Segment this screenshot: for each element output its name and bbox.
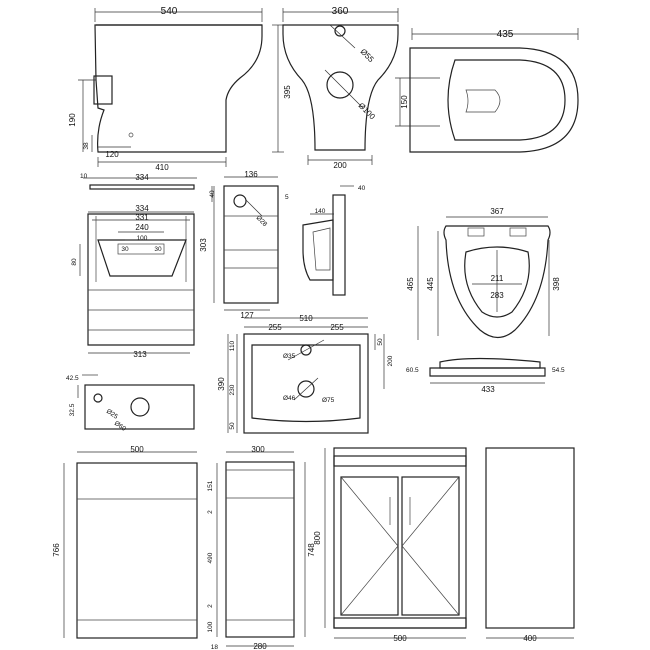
dim-seat-side-605: 60.5 [406, 367, 419, 374]
dim-basin-top-390: 390 [217, 377, 226, 391]
dim-cistern-side-5: 5 [285, 194, 289, 201]
dim-wc-side-748: 748 [307, 543, 316, 557]
dim-cistern-side-303: 303 [199, 238, 208, 252]
dim-basin-top-110: 110 [229, 340, 236, 351]
dim-wc-unit-766: 766 [52, 543, 61, 557]
seat-side-view [429, 357, 546, 384]
dim-cistern-front-30b: 30 [154, 246, 162, 253]
dim-wc-unit-490: 490 [207, 552, 214, 563]
dim-seat-height-465: 465 [406, 277, 415, 291]
vanity-front-view [324, 447, 467, 639]
dim-cistern-front-100: 100 [137, 235, 148, 242]
dim-front-d55: Ø55 [359, 47, 376, 64]
dim-vanity-800: 800 [313, 531, 322, 545]
dim-cistern-front-240: 240 [135, 223, 149, 232]
dim-toilet-outlet-height: 38 [83, 142, 90, 150]
dim-toilet-width: 540 [161, 6, 178, 17]
dim-seat-width-367: 367 [490, 207, 504, 216]
dim-wc-unit-100: 100 [207, 621, 214, 632]
dim-toilet-height: 395 [283, 85, 292, 99]
dim-cistern-profile-40: 40 [358, 185, 366, 192]
dim-vanity-500: 500 [393, 634, 407, 643]
dim-basin-top-230: 230 [229, 384, 236, 395]
dim-seat-inner-211: 211 [491, 274, 504, 283]
dim-seat-side-545: 54.5 [552, 367, 565, 374]
dim-basin-top-255b: 255 [330, 323, 344, 332]
toilet-front-view [282, 8, 399, 165]
cistern-profile-view [302, 185, 354, 296]
dim-wc-unit-151: 151 [207, 480, 214, 491]
dim-wc-unit-2a: 2 [207, 510, 214, 514]
dim-wc-unit-500: 500 [130, 445, 144, 454]
dim-cistern-front-30a: 30 [121, 246, 129, 253]
dim-wc-side-300: 300 [251, 445, 265, 454]
dim-cistern-front-331: 331 [135, 213, 149, 222]
basin-side-view [77, 374, 195, 430]
dim-basin-top-d75: Ø75 [322, 397, 335, 404]
dim-toilet-outlet-x: 120 [105, 150, 119, 159]
dim-vanity-side-400: 400 [523, 634, 537, 643]
dim-cistern-side-d28: Ø28 [255, 214, 269, 228]
seat-top-view [395, 28, 579, 153]
dim-toilet-depth: 410 [155, 163, 169, 172]
dim-cistern-side-127: 127 [240, 311, 254, 320]
dim-basin-side-425: 42.5 [66, 375, 79, 382]
dim-cistern-front-313: 313 [133, 350, 147, 359]
dim-seat-height-445: 445 [426, 277, 435, 291]
dim-basin-side-325: 32.5 [69, 403, 76, 416]
dim-wc-side-280: 280 [253, 642, 267, 650]
dim-basin-top-50-left: 50 [229, 422, 236, 430]
dim-seat-side-433: 433 [481, 385, 495, 394]
dim-basin-top-d35: Ø35 [283, 353, 296, 360]
basin-top-view [227, 317, 385, 434]
dim-front-base: 200 [333, 161, 347, 170]
dim-basin-top-200: 200 [387, 355, 394, 366]
dim-cistern-front-334: 334 [135, 204, 149, 213]
cistern-front-view [79, 177, 197, 354]
dim-cistern-side-40: 40 [209, 190, 216, 198]
dim-basin-side-d60: Ø60 [113, 420, 127, 433]
dim-basin-top-510: 510 [299, 314, 313, 323]
toilet-side-view [78, 8, 284, 167]
dim-toilet-inlet-height: 190 [68, 113, 77, 127]
dim-basin-top-50-right: 50 [377, 338, 384, 346]
dim-wc-unit-2b: 2 [207, 604, 214, 608]
dim-front-width: 360 [332, 6, 349, 17]
dim-seat-height-398: 398 [552, 277, 561, 291]
dim-cistern-side-136: 136 [244, 170, 258, 179]
cistern-side-view [211, 176, 279, 311]
dim-cistern-top-334: 334 [135, 173, 149, 182]
dim-cistern-profile-140: 140 [315, 208, 326, 215]
dim-cistern-top-10: 10 [80, 173, 88, 180]
dim-seat-top-height: 150 [400, 95, 409, 109]
seat-front-view [417, 216, 551, 340]
dim-basin-top-255a: 255 [268, 323, 282, 332]
dim-seat-top-width: 435 [497, 29, 514, 40]
wc-unit-front-view [63, 451, 198, 639]
vanity-side-view [485, 447, 575, 639]
dim-basin-top-d46: Ø46 [283, 395, 296, 402]
dim-cistern-front-80: 80 [71, 258, 78, 266]
dim-seat-inner-283: 283 [490, 291, 504, 300]
dim-wc-side-18: 18 [211, 644, 219, 650]
wc-unit-side-view [216, 451, 306, 647]
